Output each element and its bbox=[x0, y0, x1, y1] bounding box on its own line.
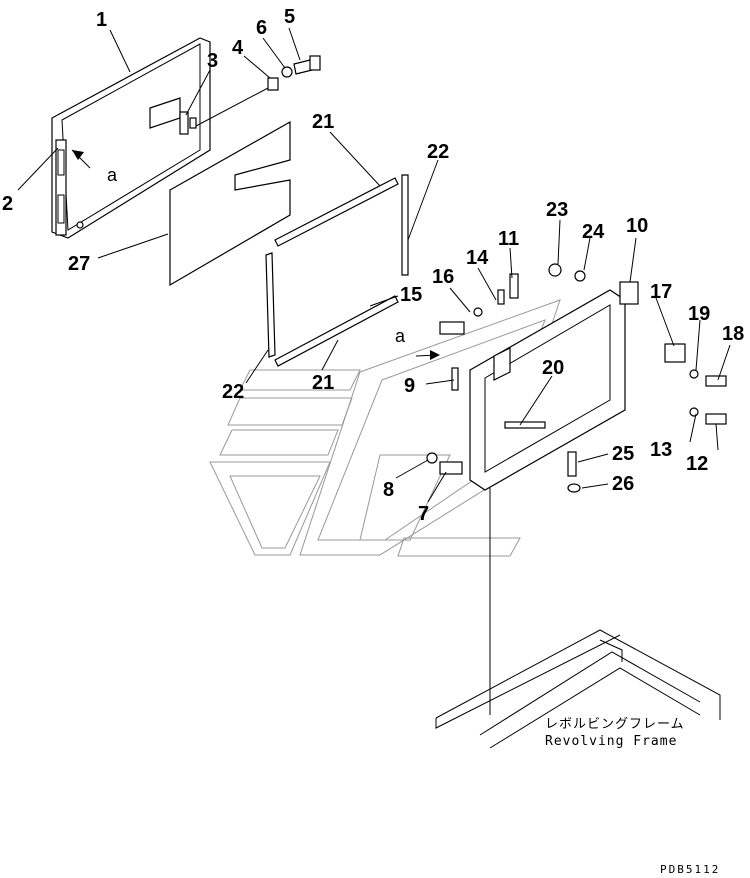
seal-strips bbox=[265, 174, 409, 367]
label-part-13: 13 bbox=[650, 439, 672, 461]
label-part-7: 7 bbox=[418, 503, 429, 525]
label-part-21-bottom: 21 bbox=[312, 372, 334, 394]
label-part-1: 1 bbox=[96, 9, 107, 31]
latch-hardware bbox=[195, 55, 321, 127]
label-part-26: 26 bbox=[612, 473, 634, 495]
leader-lines bbox=[17, 27, 731, 503]
label-part-22-left: 22 bbox=[222, 381, 244, 403]
label-part-27: 27 bbox=[68, 253, 90, 275]
label-part-12: 12 bbox=[686, 453, 708, 475]
revolving-frame bbox=[435, 488, 721, 749]
label-part-21-top: 21 bbox=[312, 111, 334, 133]
label-part-17: 17 bbox=[650, 281, 672, 303]
door-panel bbox=[51, 37, 211, 239]
label-part-18: 18 bbox=[722, 323, 744, 345]
label-part-20: 20 bbox=[542, 357, 564, 379]
door-frame bbox=[469, 281, 639, 491]
caption-english: Revolving Frame bbox=[545, 734, 677, 749]
label-view-a-1: a bbox=[107, 165, 118, 185]
label-part-2: 2 bbox=[2, 193, 13, 215]
drawing-code: PDB5112 bbox=[660, 863, 720, 876]
label-part-4: 4 bbox=[232, 37, 244, 59]
caption-japanese: レボルビングフレーム bbox=[545, 717, 685, 732]
label-part-22-right: 22 bbox=[427, 141, 449, 163]
label-part-25: 25 bbox=[612, 443, 634, 465]
label-part-19: 19 bbox=[688, 303, 710, 325]
label-part-14: 14 bbox=[466, 247, 489, 269]
label-part-8: 8 bbox=[383, 479, 394, 501]
label-part-24: 24 bbox=[582, 221, 605, 243]
machine-outline bbox=[209, 299, 561, 557]
bolt-hardware bbox=[426, 263, 727, 493]
label-part-15: 15 bbox=[400, 284, 422, 306]
label-part-5: 5 bbox=[284, 6, 295, 28]
label-part-10: 10 bbox=[626, 215, 648, 237]
label-part-16: 16 bbox=[432, 266, 454, 288]
label-part-9: 9 bbox=[404, 375, 415, 397]
label-view-a-2: a bbox=[395, 326, 406, 346]
label-part-3: 3 bbox=[207, 50, 218, 72]
door-lock bbox=[149, 97, 197, 135]
insulation-sheet bbox=[169, 120, 291, 287]
label-part-6: 6 bbox=[256, 17, 267, 39]
label-part-11: 11 bbox=[498, 228, 519, 250]
label-part-23: 23 bbox=[546, 199, 568, 221]
part-labels: 1 2 3 4 6 5 a 27 21 22 15 22 21 a 16 14 … bbox=[2, 6, 744, 525]
view-a-arrows bbox=[72, 150, 440, 360]
